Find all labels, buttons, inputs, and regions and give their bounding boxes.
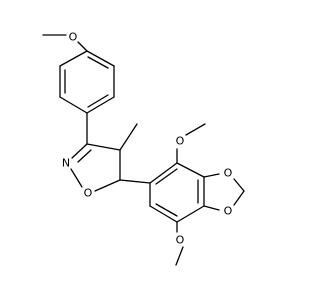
bond: [176, 162, 205, 178]
atom-label-o: O: [176, 234, 185, 247]
bond: [59, 50, 88, 67]
atom-label-o: O: [69, 31, 78, 44]
double-bond-inner: [155, 203, 178, 217]
bond: [233, 178, 245, 192]
bond: [119, 179, 151, 184]
atom-label-o: O: [84, 187, 93, 200]
bond: [94, 179, 121, 192]
bond: [149, 162, 178, 184]
methyl-bond: [119, 123, 138, 151]
bond: [185, 123, 206, 136]
molecule-diagram: O N O O O O: [42, 31, 245, 266]
double-bond-inner: [87, 56, 109, 69]
bond: [175, 246, 184, 266]
bond: [71, 143, 88, 159]
bond: [203, 173, 220, 178]
bond: [59, 96, 88, 114]
bond: [176, 205, 205, 223]
double-bond-inner: [87, 94, 109, 108]
atom-label-o: O: [176, 135, 185, 148]
bond: [77, 41, 88, 52]
double-bond-inner: [155, 168, 178, 185]
bond: [203, 205, 220, 211]
benzodioxole-ring: [149, 162, 205, 223]
atom-label-o: O: [224, 205, 233, 218]
double-bond-inner: [77, 149, 92, 163]
atom-label-n: N: [62, 157, 70, 170]
atom-label-o: O: [224, 167, 233, 180]
bond: [149, 205, 178, 223]
dioxole-ring: O O: [203, 167, 245, 218]
bond: [86, 50, 115, 67]
methoxyphenyl-ring: [59, 50, 115, 114]
isoxazoline-ring: N O: [62, 143, 121, 200]
bond: [86, 96, 115, 114]
bond: [86, 143, 121, 151]
bond: [70, 168, 83, 188]
bond: [233, 190, 245, 206]
